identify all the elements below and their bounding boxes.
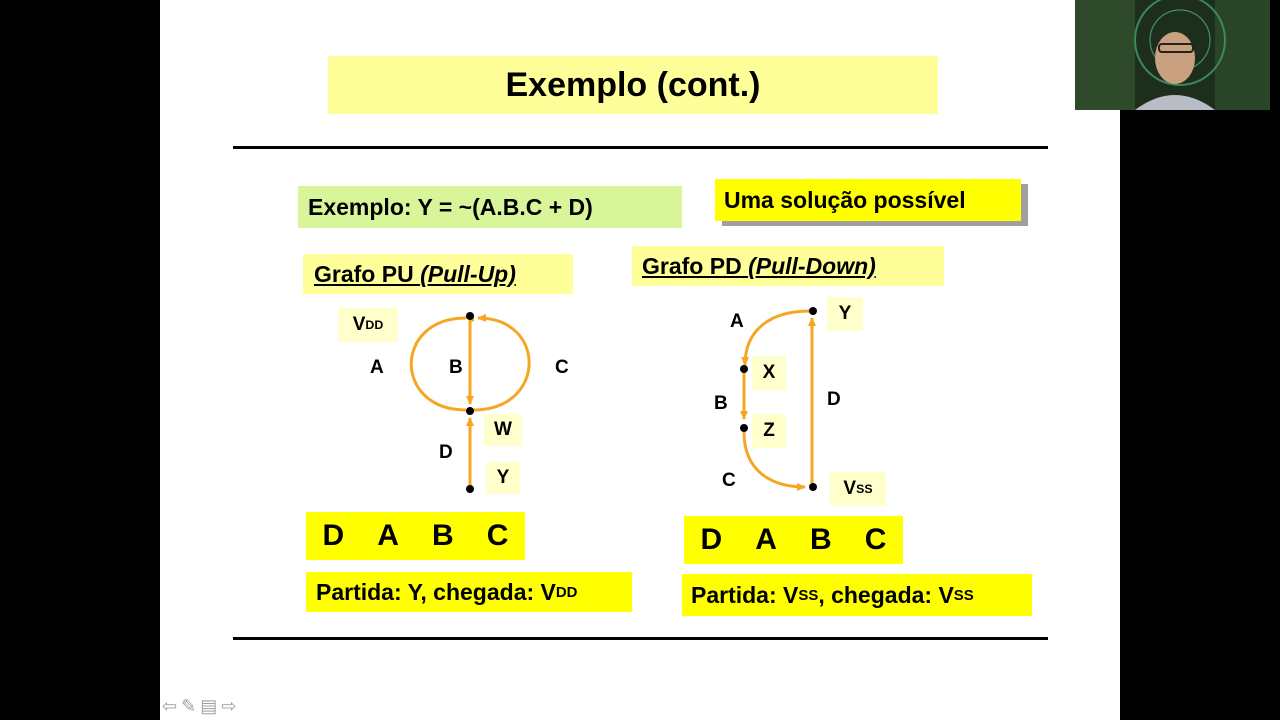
pu-label-w: W bbox=[484, 414, 522, 446]
pd-label-x: X bbox=[752, 356, 786, 390]
pd-path-text-1: Partida: V bbox=[691, 581, 799, 608]
slide-nav: ⇦ ✎ ▤ ⇨ bbox=[162, 696, 236, 717]
pd-node-x bbox=[740, 365, 748, 373]
pd-vss-sub: SS bbox=[856, 482, 873, 496]
pd-label-b: B bbox=[714, 393, 728, 414]
bottom-divider bbox=[233, 637, 1048, 640]
pd-node-vss bbox=[809, 483, 817, 491]
pd-seq-item: B bbox=[810, 523, 832, 556]
menu-icon[interactable]: ▤ bbox=[200, 696, 218, 716]
pu-edge-c bbox=[472, 314, 531, 412]
pd-label-z: Z bbox=[752, 414, 786, 448]
pd-heading-main: Grafo PD bbox=[642, 252, 749, 279]
pu-edge-a bbox=[409, 313, 475, 412]
pd-path-sub-2: SS bbox=[953, 586, 974, 604]
pd-node-z bbox=[740, 424, 748, 432]
pu-label-a: A bbox=[370, 357, 384, 378]
pd-seq-item: C bbox=[864, 523, 887, 556]
pu-heading-paren: (Pull-Up) bbox=[420, 260, 516, 287]
pu-heading-main: Grafo PU bbox=[314, 260, 421, 287]
pu-vdd-main: V bbox=[352, 314, 366, 335]
pd-path-text-2: , chegada: V bbox=[818, 581, 954, 608]
pd-edge-a bbox=[741, 309, 811, 366]
pd-label-a: A bbox=[730, 311, 744, 332]
pd-heading-paren: (Pull-Down) bbox=[748, 252, 876, 279]
pd-sequence: D A B C bbox=[684, 516, 903, 564]
pd-path-sub-1: SS bbox=[798, 586, 819, 604]
pd-label-d: D bbox=[827, 389, 841, 410]
pu-seq-item: C bbox=[486, 519, 509, 552]
pu-label-d: D bbox=[439, 442, 453, 463]
pu-node-vdd bbox=[466, 312, 474, 320]
slide-title: Exemplo (cont.) bbox=[328, 56, 938, 114]
pd-seq-item: A bbox=[755, 523, 777, 556]
pu-label-y: Y bbox=[486, 462, 520, 494]
solution-box: Uma solução possível bbox=[715, 179, 1021, 221]
pu-node-w bbox=[466, 407, 474, 415]
webcam-image bbox=[1075, 0, 1270, 110]
top-divider bbox=[233, 146, 1048, 149]
pu-label-c: C bbox=[555, 357, 569, 378]
pu-label-b: B bbox=[449, 357, 463, 378]
pd-heading: Grafo PD (Pull-Down) bbox=[632, 246, 944, 286]
pd-vss-main: V bbox=[843, 478, 857, 499]
pen-icon[interactable]: ✎ bbox=[181, 696, 197, 716]
pu-seq-item: A bbox=[377, 519, 399, 552]
pd-label-c: C bbox=[722, 470, 736, 491]
pu-heading: Grafo PU (Pull-Up) bbox=[303, 254, 573, 294]
pd-edge-c bbox=[742, 431, 806, 491]
pu-vdd-sub: DD bbox=[365, 318, 384, 332]
pu-sequence: D A B C bbox=[306, 512, 525, 560]
pd-node-y bbox=[809, 307, 817, 315]
pd-label-y: Y bbox=[827, 297, 863, 331]
pu-path-sub: DD bbox=[555, 583, 578, 601]
example-box: Exemplo: Y = ~(A.B.C + D) bbox=[298, 186, 682, 228]
graphs-svg bbox=[409, 307, 817, 493]
pu-seq-item: B bbox=[432, 519, 454, 552]
arrow-left-icon[interactable]: ⇦ bbox=[162, 696, 178, 716]
webcam-overlay bbox=[1075, 0, 1270, 110]
pu-node-y bbox=[466, 485, 474, 493]
pd-seq-item: D bbox=[700, 523, 723, 556]
slide: Exemplo (cont.) Exemplo: Y = ~(A.B.C + D… bbox=[160, 0, 1120, 720]
pu-path-text: Partida: Y, chegada: V bbox=[316, 578, 556, 605]
arrow-right-icon[interactable]: ⇨ bbox=[221, 696, 237, 716]
pu-seq-item: D bbox=[322, 519, 345, 552]
